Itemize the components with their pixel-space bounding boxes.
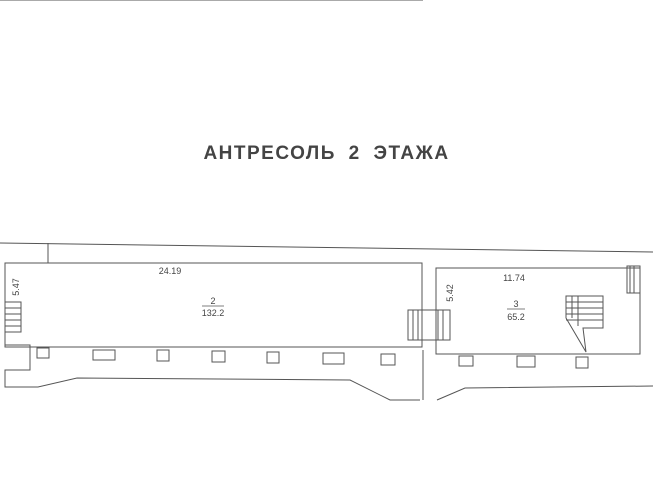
room-3-number: 3 — [513, 299, 518, 309]
room-3-width: 5.42 — [445, 284, 455, 302]
room-2-number: 2 — [210, 296, 215, 306]
room-3-area: 65.2 — [507, 312, 525, 322]
outer-walls — [0, 0, 653, 401]
columns — [36, 347, 589, 369]
room-2-length: 24.19 — [159, 266, 182, 276]
room-3 — [435, 267, 641, 355]
room-2-area: 132.2 — [202, 308, 225, 318]
stairs — [4, 265, 641, 353]
plan-title: АНТРЕСОЛЬ 2 ЭТАЖА — [203, 143, 450, 164]
room-2-width: 5.47 — [11, 278, 21, 296]
room-3-length: 11.74 — [503, 273, 525, 283]
